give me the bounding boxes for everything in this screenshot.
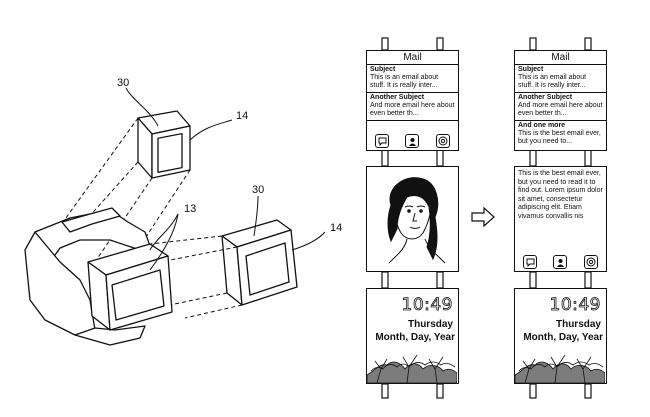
clock-day: Thursday [556, 319, 601, 330]
mail-preview: And more email here about even better th… [518, 102, 603, 118]
right-email-body-screen: This is the best email ever, but you nee… [514, 166, 607, 272]
right-clock-screen: 10:49 Thursday Month, Day, Year [514, 288, 607, 384]
mail-subject: And one more [518, 122, 603, 130]
mail-list-item[interactable]: And one more This is the best email ever… [515, 121, 606, 148]
at-icon[interactable] [584, 255, 598, 269]
mail-preview: This is the best email ever, but you nee… [518, 130, 603, 146]
tree-silhouette [515, 341, 605, 383]
mail-subject: Another Subject [518, 94, 603, 102]
app-icon-row [515, 255, 606, 269]
mail-list-item[interactable]: Subject This is an email about stuff. It… [515, 65, 606, 93]
mail-list-item[interactable]: Another Subject And more email here abou… [515, 93, 606, 121]
email-body-text: This is the best email ever, but you nee… [515, 167, 606, 224]
mail-header: Mail [515, 51, 606, 65]
chat-icon[interactable] [523, 255, 537, 269]
right-mail-screen: Mail Subject This is an email about stuf… [514, 50, 607, 151]
mail-preview: This is an email about stuff. It is real… [518, 74, 603, 90]
contact-icon[interactable] [553, 255, 567, 269]
mail-subject: Subject [518, 66, 603, 74]
clock-time: 10:49 [550, 295, 602, 315]
